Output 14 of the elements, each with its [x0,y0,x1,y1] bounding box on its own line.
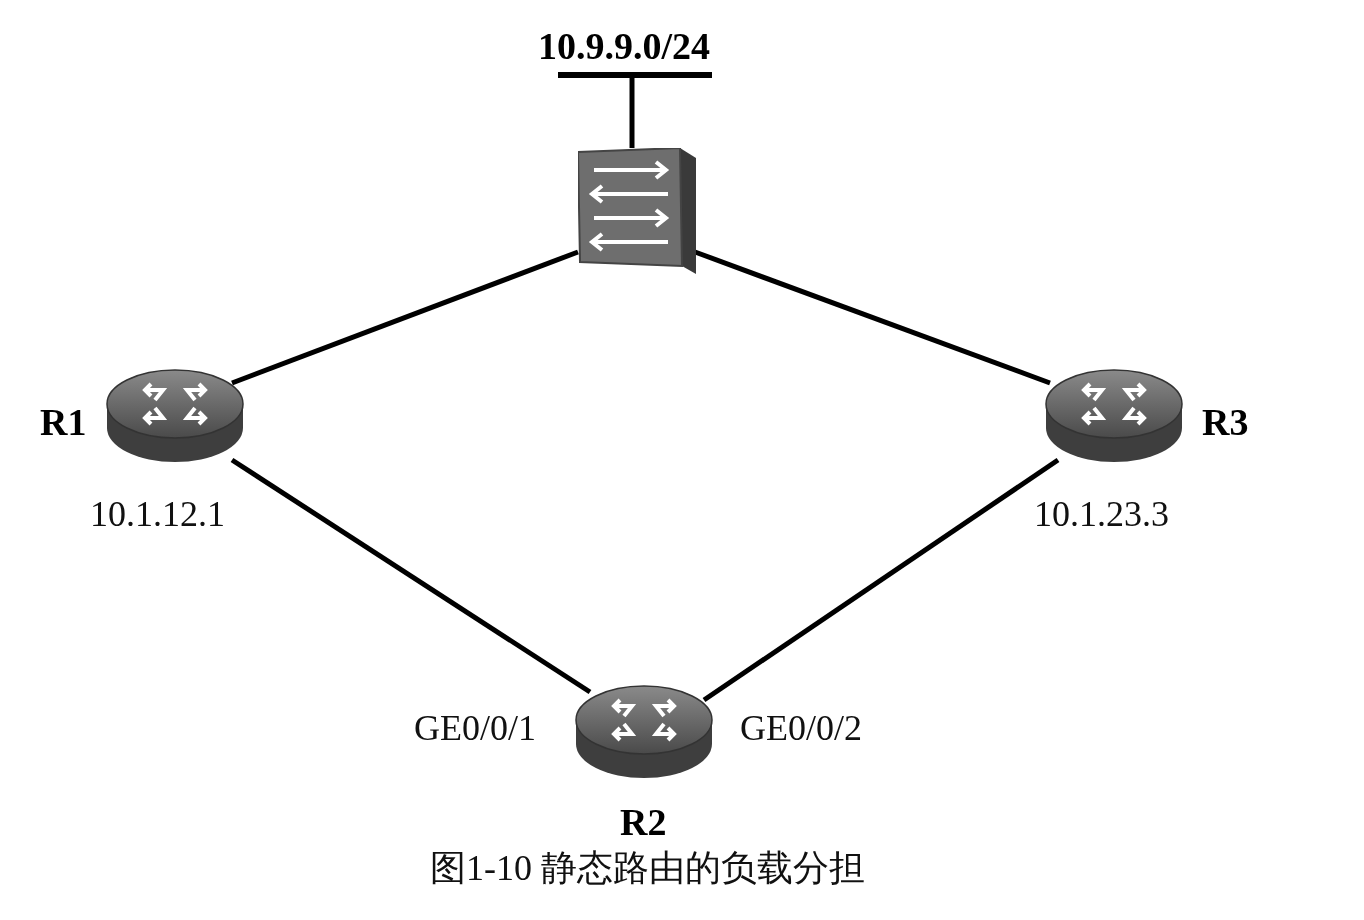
link-line [231,249,579,386]
router-label: R3 [1202,402,1249,442]
link-line [629,78,635,148]
port-label: GE0/0/2 [740,708,862,748]
link-line [694,249,1051,386]
ip-address-label: 10.1.23.3 [1034,494,1169,534]
caption: 图1-10 静态路由的负载分担 [430,848,865,888]
link-line [702,457,1060,703]
router-label: R2 [620,802,667,842]
router-label: R1 [40,402,87,442]
ip-address-label: 10.1.12.1 [90,494,225,534]
link-line [230,457,592,695]
network-label: 10.9.9.0/24 [538,26,711,66]
port-label: GE0/0/1 [414,708,536,748]
